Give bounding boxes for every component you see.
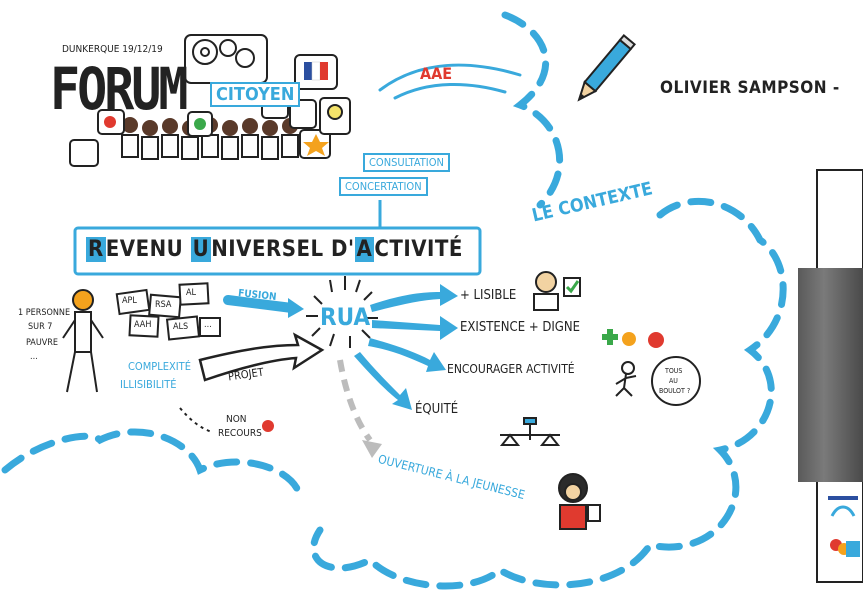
fusion-arrow [223,295,304,318]
aae-swoosh [378,63,522,100]
aae-label: AAE [420,64,453,83]
banner-letter-u: U [190,237,212,262]
outcome-existence: EXISTENCE + DIGNE [460,320,580,335]
recours-label: RECOURS [218,428,262,439]
dashed-cloud-outline [1,11,787,590]
card-aah: AAH [134,320,152,330]
citoyen-subtitle: CITOYEN [210,82,301,107]
runner-icon [615,361,637,397]
location-date: DUNKERQUE 19/12/19 [62,44,163,55]
outcome-lisible: + LISIBLE [460,288,517,303]
concertation-tag: CONCERTATION [339,177,428,196]
author-name: OLIVIER SAMPSON - [660,78,840,98]
illisibilite-label: ILLISIBILITÉ [120,378,177,391]
existence-icons [602,329,664,348]
outcome-arrows [354,284,458,410]
stat-line-1: 1 PERSONNE [18,308,71,318]
banner-word-ctivite: CTIVITÉ [374,237,463,262]
rua-banner-title: REVENU UNIVERSEL D'ACTIVITÉ [86,237,463,262]
stat-line-4: ... [30,352,38,362]
jeunesse-arrow [337,359,382,458]
card-als: ALS [173,322,189,332]
speech-bubble [651,356,701,406]
rua-burst [306,276,378,348]
card-apl: APL [122,296,137,306]
young-person-icon [558,473,601,530]
card-al: AL [186,288,197,298]
banner-frame [73,226,482,276]
federation-logo [828,535,863,567]
flag-icon [304,61,328,81]
complexite-label: COMPLEXITÉ [128,360,191,373]
bubble-line-1: TOUS [665,367,683,375]
banner-letter-r: R [86,237,106,262]
poor-person-figure [62,289,104,393]
bubble-line-2: AU [669,377,678,385]
banner-letter-a: A [354,237,375,262]
projet-arrow [198,332,325,382]
card-rsa: RSA [155,300,172,310]
rua-label: RUA [320,303,371,331]
bubble-line-3: BOULOT ? [659,387,691,395]
red-dot-icon [262,420,274,432]
stat-line-3: PAUVRE [26,338,59,348]
lightbulb-icon [319,97,351,135]
banner-word-evenu: EVENU [105,237,191,262]
stat-line-2: SUR 7 [28,322,53,332]
teacher-icon [533,271,581,311]
banner-word-niversel: NIVERSEL D' [211,237,355,262]
crowd-illustration [121,117,299,160]
video-photo [798,268,863,482]
non-label: NON [226,414,247,425]
consultation-tag: CONSULTATION [363,153,450,172]
speech-bubble-icons [69,54,338,167]
forum-title: FORUM [50,56,189,123]
non-recours-arrow [179,407,213,433]
card-etc: ... [204,320,212,330]
uriopss-logo [828,494,863,524]
scale-icon [499,417,561,446]
outcome-equite: ÉQUITÉ [415,402,459,417]
gears-icon [184,34,268,84]
pencil-icon [577,33,636,102]
outcome-encourager: ENCOURAGER ACTIVITÉ [447,362,575,376]
benefit-cards [115,282,221,341]
